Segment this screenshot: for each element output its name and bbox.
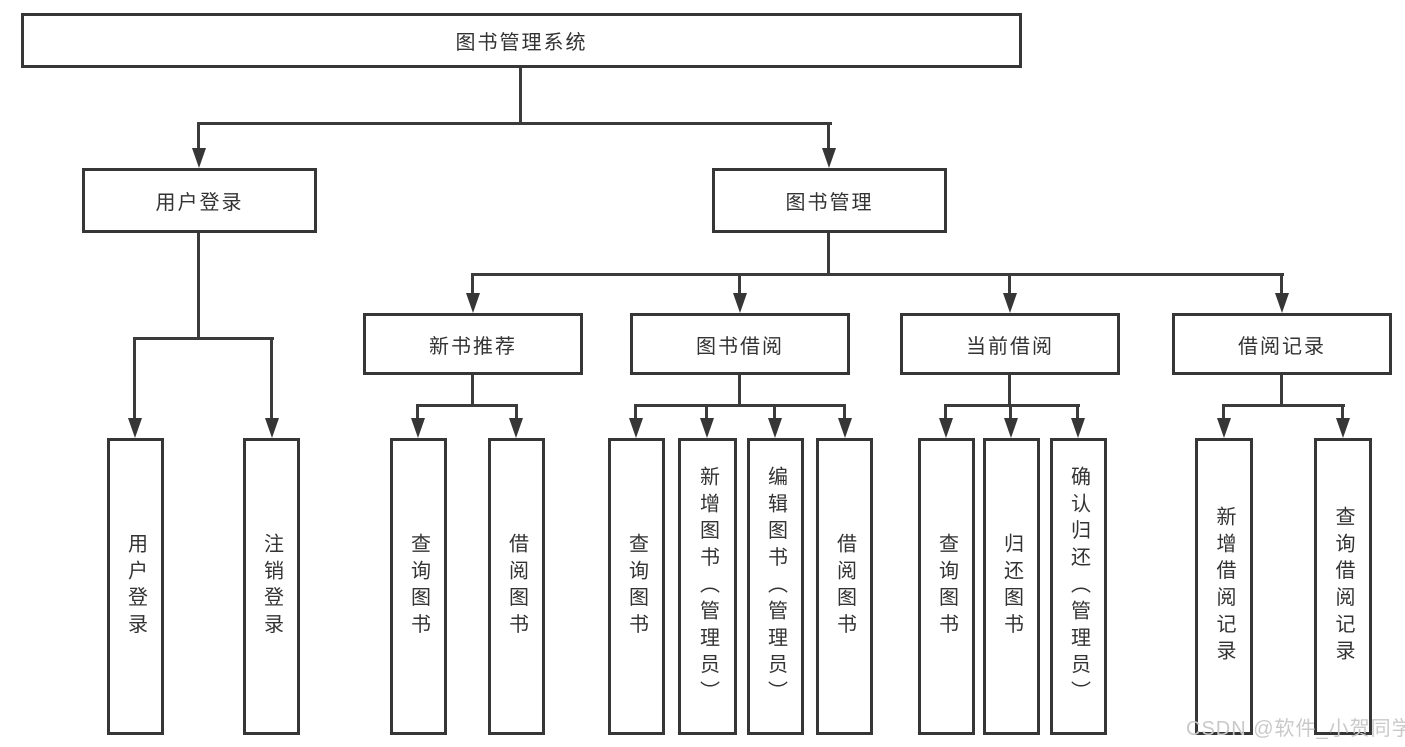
arrow-down-icon (838, 418, 852, 438)
leaf-query-books: 查询图书 (608, 438, 665, 735)
leaf-borrow-books: 借阅图书 (816, 438, 873, 735)
node-label: 借阅记录 (1238, 335, 1326, 358)
leaf-query-books: 查询图书 (918, 438, 975, 735)
leaf-add-borrow-record: 新增借阅记录 (1195, 438, 1253, 735)
leaf-borrow-books: 借阅图书 (488, 438, 545, 735)
node-library-management-system: 图书管理系统 (21, 13, 1022, 68)
node-label: 当前借阅 (966, 335, 1054, 358)
leaf-label: 用户登录 (124, 532, 147, 641)
leaf-return-books: 归还图书 (983, 438, 1040, 735)
leaf-label: 借阅图书 (833, 532, 856, 641)
leaf-label: 注销登录 (260, 532, 283, 641)
leaf-label: 查询图书 (935, 532, 958, 641)
leaf-logout: 注销登录 (243, 438, 300, 735)
node-current-borrow: 当前借阅 (900, 313, 1120, 375)
leaf-label: 确认归还（管理员） (1067, 465, 1090, 708)
arrow-down-icon (509, 418, 523, 438)
node-new-book-recommend: 新书推荐 (363, 313, 583, 375)
node-borrow-records: 借阅记录 (1172, 313, 1392, 375)
arrow-down-icon (1071, 418, 1085, 438)
node-user-login: 用户登录 (82, 168, 317, 233)
connector-stem (1076, 404, 1079, 421)
connector-stem (738, 273, 741, 297)
connector-stem (515, 404, 518, 421)
connector-stem (843, 404, 846, 421)
node-book-borrow: 图书借阅 (630, 313, 850, 375)
connector-stem (270, 337, 273, 421)
arrow-down-icon (1004, 418, 1018, 438)
node-label: 图书借阅 (696, 335, 784, 358)
leaf-label: 查询图书 (625, 532, 648, 641)
arrow-down-icon (822, 148, 836, 168)
leaf-user-login: 用户登录 (107, 438, 164, 735)
connector-current-hline (944, 404, 1080, 407)
connector-stem (773, 404, 776, 421)
leaf-label: 借阅图书 (505, 532, 528, 641)
connector-stem (827, 122, 830, 152)
node-label: 用户登录 (155, 192, 244, 214)
arrow-down-icon (700, 418, 714, 438)
connector-new-hline (416, 404, 518, 407)
node-label: 图书管理 (785, 192, 874, 214)
arrow-down-icon (411, 418, 425, 438)
leaf-add-books-admin: 新增图书（管理员） (678, 438, 737, 735)
leaf-label: 查询借阅记录 (1332, 506, 1354, 667)
connector-stem (634, 404, 637, 421)
arrow-down-icon (192, 148, 206, 168)
connector-borrow-hline (634, 404, 846, 407)
connector-mgmt-vline (827, 233, 830, 275)
connector-root-hline (197, 122, 832, 125)
connector-stem (197, 122, 200, 152)
connector-stem (1280, 273, 1283, 297)
node-label: 图书管理系统 (455, 32, 588, 54)
leaf-label: 查询图书 (407, 532, 430, 641)
arrow-down-icon (733, 293, 747, 313)
arrow-down-icon (265, 418, 279, 438)
connector-stem (1009, 404, 1012, 421)
connector-stem (705, 404, 708, 421)
leaf-label: 编辑图书（管理员） (764, 465, 787, 708)
connector-stem (416, 404, 419, 421)
connector-records-hline (1222, 404, 1345, 407)
connector-stem (1222, 404, 1225, 421)
leaf-confirm-return-admin: 确认归还（管理员） (1050, 438, 1107, 735)
connector-stem (471, 273, 474, 297)
connector-borrow-vline (738, 375, 741, 406)
connector-current-vline (1008, 375, 1011, 406)
connector-stem (944, 404, 947, 421)
connector-stem (133, 337, 136, 421)
leaf-query-books: 查询图书 (390, 438, 447, 735)
leaf-label: 归还图书 (1000, 532, 1023, 641)
csdn-watermark: CSDN @软件_小贺同学 (1186, 718, 1405, 740)
node-label: 新书推荐 (429, 335, 517, 358)
arrow-down-icon (1275, 293, 1289, 313)
arrow-down-icon (1336, 418, 1350, 438)
arrow-down-icon (768, 418, 782, 438)
connector-root-vline (519, 68, 522, 124)
leaf-query-borrow-record: 查询借阅记录 (1314, 438, 1372, 735)
connector-stem (1008, 273, 1011, 297)
connector-mgmt-hline (471, 273, 1284, 276)
leaf-label: 新增借阅记录 (1213, 506, 1235, 667)
arrow-down-icon (466, 293, 480, 313)
connector-new-vline (471, 375, 474, 406)
connector-stem (1341, 404, 1344, 421)
arrow-down-icon (1217, 418, 1231, 438)
connector-user-vline (197, 233, 200, 339)
node-book-management: 图书管理 (712, 168, 947, 233)
leaf-edit-books-admin: 编辑图书（管理员） (747, 438, 804, 735)
arrow-down-icon (128, 418, 142, 438)
connector-user-hline (133, 337, 274, 340)
arrow-down-icon (1003, 293, 1017, 313)
leaf-label: 新增图书（管理员） (696, 465, 719, 708)
arrow-down-icon (939, 418, 953, 438)
connector-records-vline (1280, 375, 1283, 406)
arrow-down-icon (629, 418, 643, 438)
